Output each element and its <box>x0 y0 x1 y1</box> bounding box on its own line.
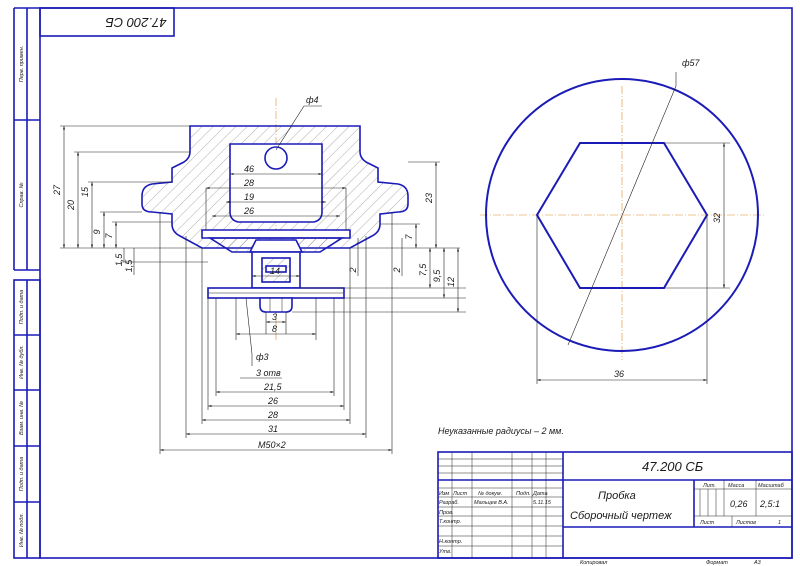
value-mass: 0,26 <box>730 499 748 509</box>
value-scale: 2,5:1 <box>759 499 780 509</box>
side-label-sign-date-1: Подп. и дата <box>19 290 25 324</box>
sheet-frame <box>13 7 793 559</box>
label-copied: Копировал <box>580 560 607 566</box>
label-mass: Масса <box>728 483 744 489</box>
dim-1-5-a: 1,5 <box>114 253 124 267</box>
title-subtitle: Сборочный чертеж <box>570 510 672 522</box>
col-header-rev: Изм <box>439 491 449 497</box>
label-format: Формат <box>706 560 728 566</box>
row-date-designer: 5.11.15 <box>533 500 552 506</box>
title-name: Пробка <box>598 490 636 502</box>
label-sheets: Листов <box>735 520 756 526</box>
side-label-repl-inv: Взам. инв. № <box>19 401 25 435</box>
note-radii: Неуказанные радиусы – 2 мм. <box>438 426 564 436</box>
dim-m50: М50×2 <box>258 440 286 450</box>
col-header-sheet: Лист <box>452 491 468 497</box>
label-scale: Масштаб <box>758 483 785 489</box>
dim-7-5: 7,5 <box>418 263 428 277</box>
row-role-tcontrol: Т.контр. <box>439 519 461 525</box>
dim-7-right: 7 <box>404 234 414 240</box>
dim-26-bottom: 26 <box>267 396 278 406</box>
dim-20: 20 <box>66 200 76 211</box>
dim-31: 31 <box>268 424 278 434</box>
row-role-checked: Пров. <box>439 510 454 516</box>
dim-phi4: ф4 <box>306 95 319 105</box>
dim-12: 12 <box>446 277 456 287</box>
dim-7-left: 7 <box>104 233 114 239</box>
dim-1-5-b: 1,5 <box>124 259 134 273</box>
dim-phi57: ф57 <box>682 58 701 68</box>
side-label-dup-inv: Инв. № дубл. <box>19 345 25 379</box>
dim-2-b: 2 <box>392 267 402 273</box>
dim-28-top: 28 <box>243 178 254 188</box>
row-role-approved: Утв. <box>438 549 452 555</box>
section-view <box>141 98 409 340</box>
dim-2-a: 2 <box>348 267 358 273</box>
row-role-ncontrol: Н.контр. <box>439 539 462 545</box>
col-header-date: Дата <box>532 491 548 497</box>
stamp-code: 47.200 СБ <box>105 15 167 30</box>
dim-8: 8 <box>272 324 277 334</box>
dim-19: 19 <box>244 192 254 202</box>
side-label-orig-inv: Инв. № подл. <box>19 513 25 547</box>
dim-9: 9 <box>92 229 102 234</box>
value-format: А3 <box>753 560 762 566</box>
dim-23: 23 <box>424 193 434 204</box>
row-role-designer: Разраб. <box>439 500 459 506</box>
dim-27: 27 <box>52 184 62 196</box>
dim-26-top: 26 <box>243 206 254 216</box>
dim-46: 46 <box>244 164 254 174</box>
label-lit: Лит. <box>702 483 716 489</box>
title-block <box>437 451 793 559</box>
side-label-sign-date-2: Подп. и дата <box>19 457 25 491</box>
col-header-sign: Подп. <box>516 491 531 497</box>
label-sheet: Лист <box>699 520 715 526</box>
dim-36: 36 <box>614 369 624 379</box>
dim-28-bottom: 28 <box>267 410 278 420</box>
dim-14: 14 <box>270 266 280 276</box>
dim-9-5: 9,5 <box>432 269 442 283</box>
side-label-ref-no: Справ. № <box>19 182 25 207</box>
dim-21-5: 21,5 <box>263 382 283 392</box>
dim-3: 3 <box>272 312 277 322</box>
row-person-designer: Мальцев В.А. <box>474 500 509 506</box>
dim-holes: 3 отв <box>256 368 281 378</box>
side-label-first-use: Перв. примен. <box>19 46 25 83</box>
outer-circle <box>485 78 759 352</box>
section-dimensions: 27 20 15 9 7 1,5 1,5 23 7 2 2 7,5 <box>52 95 466 454</box>
col-header-doc: № докум. <box>478 491 502 497</box>
dim-32: 32 <box>712 213 722 223</box>
dim-phi3: ф3 <box>256 352 269 362</box>
top-view: ф57 36 32 <box>480 58 766 384</box>
value-sheets: 1 <box>778 520 781 526</box>
dim-15: 15 <box>80 186 90 197</box>
title-code: 47.200 СБ <box>642 459 704 474</box>
